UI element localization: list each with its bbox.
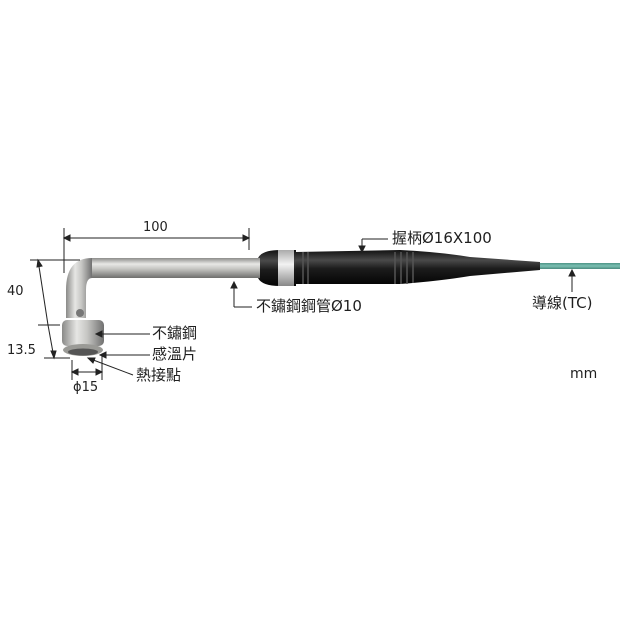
dim-length-100: 100 bbox=[143, 220, 168, 235]
dimension-lines bbox=[30, 228, 576, 380]
callout-handle: 握柄Ø16X100 bbox=[392, 229, 492, 247]
unit-label: mm bbox=[570, 366, 598, 382]
callout-tube: 不鏽鋼鋼管Ø10 bbox=[256, 297, 362, 315]
lead-wire-cable bbox=[540, 263, 620, 269]
dim-diameter-15: ϕ15 bbox=[73, 380, 99, 395]
dim-head-13-5: 13.5 bbox=[7, 343, 36, 358]
stainless-tube bbox=[66, 258, 260, 318]
callout-hot-junction: 熱接點 bbox=[136, 366, 182, 384]
handle bbox=[258, 250, 540, 286]
callout-sensor-plate: 感溫片 bbox=[152, 345, 198, 363]
sensor-head bbox=[62, 320, 104, 356]
dim-height-40: 40 bbox=[7, 284, 24, 299]
callout-lead-wire: 導線(TC) bbox=[532, 294, 593, 312]
callout-stainless: 不鏽鋼 bbox=[152, 324, 198, 342]
